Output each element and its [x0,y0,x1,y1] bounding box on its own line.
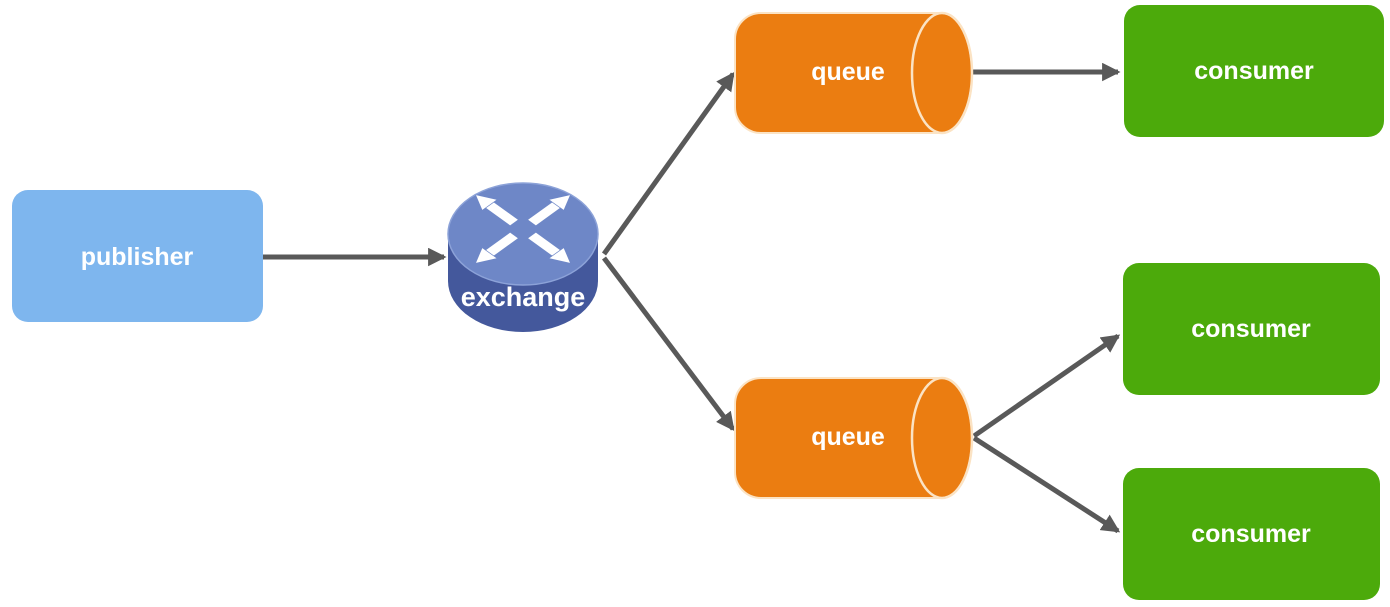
queue-top-node: queue [734,11,974,135]
exchange-node: exchange [447,182,599,332]
edge-exchange-queue-bottom [602,256,735,432]
consumer-middle-box [1123,263,1380,395]
edge-exchange-queue-top [601,71,736,256]
consumer-top-box [1124,5,1384,137]
exchange-four-way-arrows-icon [476,195,570,263]
consumer-top-node: consumer [1124,5,1384,137]
consumer-middle-label: consumer [1191,315,1311,343]
queue-top-cap [910,11,974,135]
consumer-middle-node: consumer [1123,263,1380,395]
queue-bottom-label: queue [811,423,885,451]
consumer-bottom-label: consumer [1191,520,1311,548]
consumer-bottom-node: consumer [1123,468,1380,600]
consumer-top-label: consumer [1194,57,1314,85]
queue-bottom-node: queue [734,376,974,500]
edge-queue-bottom-consumer-middle [972,333,1121,439]
exchange-top-face [447,182,599,286]
publisher-node: publisher [12,190,263,322]
consumer-bottom-box [1123,468,1380,600]
publisher-label: publisher [81,243,194,271]
queue-bottom-cap [910,376,974,500]
publisher-box [12,190,263,322]
edges-layer [263,62,1121,534]
queue-top-label: queue [811,58,885,86]
edge-queue-bottom-consumer-bottom [972,435,1121,534]
exchange-label: exchange [461,282,586,312]
